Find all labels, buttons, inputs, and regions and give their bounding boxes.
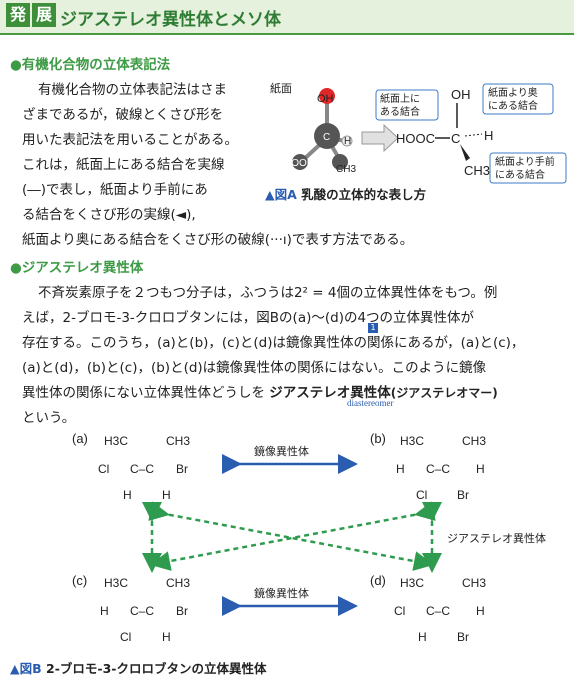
isomer-c-label: (c) xyxy=(72,573,87,588)
section-heading: ●有機化合物の立体表記法 xyxy=(10,57,171,73)
group-label: Cl xyxy=(120,630,131,644)
group-label: Br xyxy=(457,630,469,644)
group-label: H3C xyxy=(400,576,424,590)
figure-a-mark: ▲図A xyxy=(265,187,297,202)
formula-hooc: HOOC xyxy=(396,131,435,146)
paragraph-line: ざまであるが，破線とくさび形を xyxy=(22,107,224,123)
group-label: C–C xyxy=(130,604,154,618)
paragraph-line: 有機化合物の立体表記法はさま xyxy=(38,82,227,98)
label-behind-box xyxy=(482,83,554,115)
footnote-badge[interactable]: 1 xyxy=(368,323,378,333)
right-arrow-icon xyxy=(361,123,399,153)
paragraph-line: これは，紙面上にある結合を実線 xyxy=(22,157,225,173)
isomer-a-label: (a) xyxy=(72,431,88,446)
figure-b: (a) H3C CH3 Cl C–C Br H H (b) H3C CH3 H … xyxy=(72,431,546,644)
paragraph-line: 異性体の関係にない立体異性体どうしを ジアステレオ異性体(ジアステレオマー) xyxy=(22,381,498,401)
methyl-carbon-atom xyxy=(332,154,348,170)
group-label: C–C xyxy=(426,604,450,618)
group-label: CH3 xyxy=(166,434,190,448)
figure-a-caption-text: 乳酸の立体的な表し方 xyxy=(301,187,427,202)
formula-ch3: CH3 xyxy=(464,163,490,178)
group-label: H xyxy=(162,630,171,644)
group-label: Br xyxy=(176,462,188,476)
isomer-d: H3C CH3 Cl C–C H H Br xyxy=(394,576,486,644)
label-front: 紙面より手前にある結合 xyxy=(495,155,555,181)
term-english: diastereomer xyxy=(347,398,394,408)
model-label: 紙面 xyxy=(270,81,292,95)
group-label: Br xyxy=(176,604,188,618)
isomer-b-label: (b) xyxy=(370,431,386,446)
paragraph-line: 用いた表記法を用いることがある。 xyxy=(22,132,238,148)
group-label: CH3 xyxy=(166,576,190,590)
section-heading: ●ジアステレオ異性体 xyxy=(10,260,144,276)
carbon-atom xyxy=(314,123,340,149)
group-label: H xyxy=(476,462,485,476)
oxygen-atom xyxy=(319,88,335,104)
group-label: H xyxy=(396,462,405,476)
formula-c: C xyxy=(451,131,460,146)
group-label: Cl xyxy=(416,488,427,502)
paragraph-line: 存在する。このうち，(a)と(b)，(c)と(d)は鏡像異性体の関係にあるが，(… xyxy=(22,335,525,351)
figure-a-caption: ▲図A 乳酸の立体的な表し方 xyxy=(265,184,426,203)
paragraph-line: (―)で表し，紙面より手前にあ xyxy=(22,182,208,198)
isomer-c: H3C CH3 H C–C Br Cl H xyxy=(100,576,190,644)
hydrogen-atom xyxy=(341,135,353,147)
isomer-d-label: (d) xyxy=(370,573,386,588)
group-label: H xyxy=(476,604,485,618)
group-label: H xyxy=(162,488,171,502)
paragraph-text: 異性体の関係にない立体異性体どうしを xyxy=(22,385,265,401)
group-label: CH3 xyxy=(462,434,486,448)
atom-label: OH xyxy=(317,93,334,105)
group-label: H3C xyxy=(104,576,128,590)
paragraph-line: 紙面より奥にある結合をくさび形の破線(···ı)で表す方法である。 xyxy=(22,232,414,248)
figure-a: 紙面 OH C H COOH CH3 OH HOOC C H CH3 紙面上にあ… xyxy=(270,81,567,184)
isomer-a: H3C CH3 Cl C–C Br H H xyxy=(98,434,190,502)
figure-b-caption-text: 2-ブロモ-3-クロロブタンの立体異性体 xyxy=(46,661,267,676)
label-behind: 紙面より奥にある結合 xyxy=(488,86,538,112)
paragraph-line: る結合をくさび形の実線(◄), xyxy=(22,207,196,223)
group-label: H xyxy=(418,630,427,644)
formula-oh: OH xyxy=(451,87,471,102)
mirror-label-top: 鏡像異性体 xyxy=(254,444,309,458)
group-label: Cl xyxy=(394,604,405,618)
group-label: Cl xyxy=(98,462,109,476)
page-title: ジアステレオ異性体とメソ体 xyxy=(60,10,281,30)
carboxyl-carbon-atom xyxy=(292,154,308,170)
label-front-box xyxy=(489,152,567,184)
group-label: H3C xyxy=(104,434,128,448)
header-tag: 展 xyxy=(32,3,56,27)
group-label: Br xyxy=(457,488,469,502)
term-diastereomer: ジアステレオ異性体 xyxy=(269,385,391,401)
group-label: CH3 xyxy=(462,576,486,590)
atom-label: COOH xyxy=(284,158,314,169)
paragraph-line: (a)と(d)，(b)と(c)，(b)と(d)は鏡像異性体の関係にはない。このよ… xyxy=(22,360,487,376)
diastereo-label: ジアステレオ異性体 xyxy=(447,531,546,545)
section-header: 発 展 ジアステレオ異性体とメソ体 xyxy=(0,0,574,35)
atom-label: H xyxy=(344,136,351,147)
figure-b-caption: ▲図B 2-ブロモ-3-クロロブタンの立体異性体 xyxy=(10,658,266,677)
group-label: C–C xyxy=(130,462,154,476)
atom-label: C xyxy=(323,132,330,143)
atom-label: CH3 xyxy=(336,164,356,175)
formula-h: H xyxy=(484,128,493,143)
paragraph-line: えば，2-ブロモ-3-クロロブタンには，図Bの(a)～(d)の4つの立体異性体が xyxy=(22,310,475,326)
term-paren: (ジアステレオマー) xyxy=(390,386,498,400)
paragraph-line: という。 xyxy=(22,410,76,426)
mirror-label-bottom: 鏡像異性体 xyxy=(254,586,309,600)
paragraph-line: 不斉炭素原子を２つもつ分子は，ふつうは2² = 4個の立体異性体をもつ。例 xyxy=(38,285,498,301)
isomer-b: H3C CH3 H C–C H Cl Br xyxy=(396,434,486,502)
group-label: H xyxy=(100,604,109,618)
group-label: C–C xyxy=(426,462,450,476)
label-on-paper: 紙面上にある結合 xyxy=(380,92,420,118)
group-label: H3C xyxy=(400,434,424,448)
group-label: H xyxy=(123,488,132,502)
header-tag: 発 xyxy=(6,3,30,27)
figure-b-mark: ▲図B xyxy=(10,661,42,676)
label-on-paper-box xyxy=(375,89,439,121)
